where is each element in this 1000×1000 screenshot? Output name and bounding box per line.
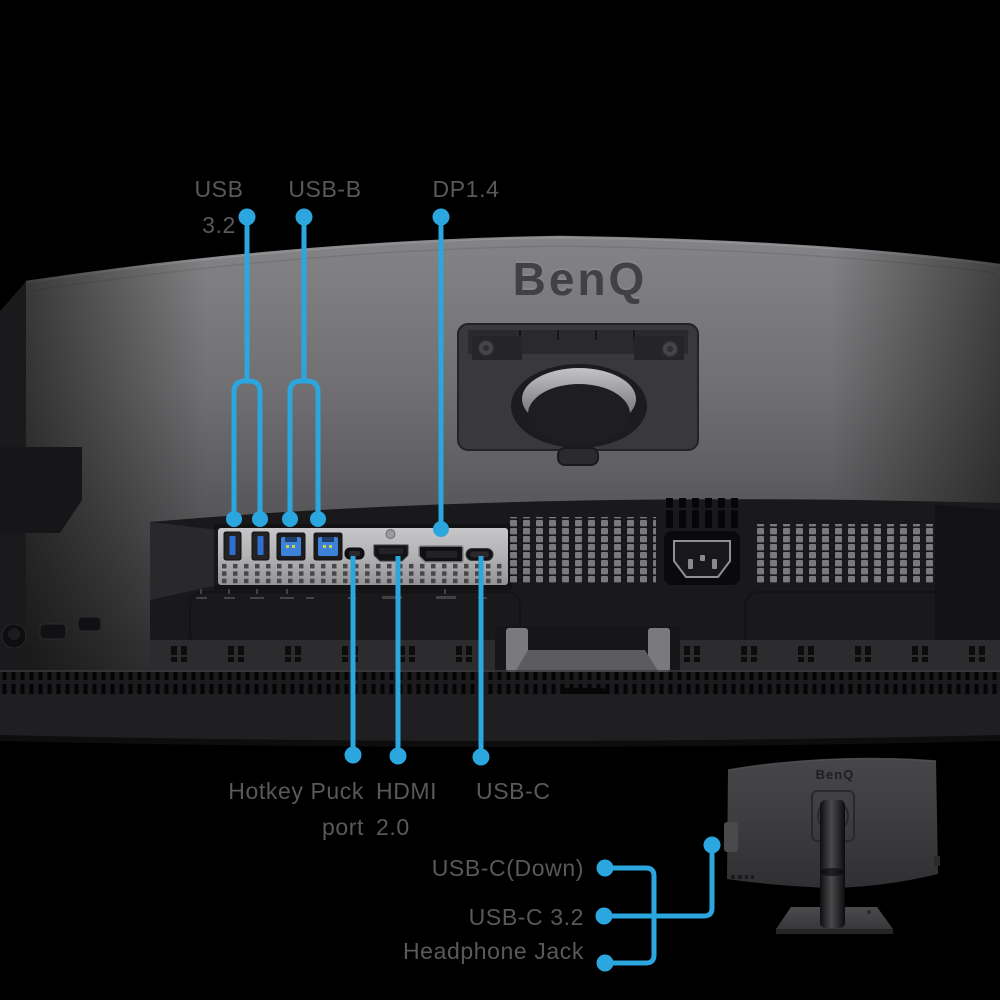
callout-usbc-down-headphone — [596, 859, 657, 972]
thumb-benq-logo: BenQ — [816, 767, 855, 782]
svg-text:BenQ: BenQ — [513, 253, 648, 305]
callout-hdmi — [389, 556, 407, 765]
vent-slots-top — [666, 498, 738, 528]
stand-arm-mount — [495, 626, 680, 674]
callout-usbc-32 — [595, 836, 721, 925]
vent-perforations — [220, 562, 506, 584]
callout-usb32 — [226, 208, 268, 527]
label-hdmi-20: HDMI 2.0 — [376, 778, 438, 840]
label-usb-c-32: USB-C 3.2 — [468, 904, 584, 930]
port-hdmi — [373, 544, 409, 562]
stand-mount-circle — [528, 384, 630, 444]
callout-dp14 — [432, 208, 450, 537]
vent-slats-right — [757, 524, 935, 584]
port-usb-a-1 — [223, 531, 242, 561]
label-usb-c: USB-C — [476, 778, 551, 804]
vent-slats-left — [506, 517, 656, 583]
io-recess — [150, 498, 1000, 676]
port-usb-a-2 — [251, 531, 270, 561]
port-usb-c — [465, 548, 494, 561]
callout-usb-c — [472, 556, 490, 766]
control-buttons — [1, 616, 102, 649]
monitor-side-thumbnail: BenQ — [724, 757, 940, 934]
svg-text:BenQ: BenQ — [513, 251, 648, 303]
power-inlet — [664, 531, 740, 585]
stand-release-tab — [557, 447, 599, 466]
strip-screw — [385, 529, 396, 539]
port-displayport — [418, 545, 464, 563]
label-headphone-jack: Headphone Jack — [402, 938, 584, 964]
vesa-mount-recess — [457, 323, 699, 466]
bottom-bezel — [0, 694, 1000, 743]
thumb-control-icons — [731, 875, 754, 879]
port-hotkey-puck — [344, 547, 365, 560]
thumb-side-port-cover — [724, 822, 738, 852]
label-hotkey-puck-port: Hotkey Puck port — [228, 778, 364, 840]
thumb-stand-column — [820, 800, 845, 928]
label-usb32: USB 3.2 — [194, 176, 244, 238]
benq-logo-embossed: BenQ BenQ — [513, 251, 648, 305]
callout-hotkey-puck — [344, 556, 362, 764]
callout-lines — [226, 208, 721, 972]
callout-usb-b — [282, 208, 326, 527]
left-recess-panel — [0, 447, 82, 533]
port-usb-b-2 — [313, 532, 343, 561]
big-monitor-rear: BenQ BenQ — [0, 235, 1000, 747]
label-dp14: DP1.4 — [432, 176, 500, 202]
io-port-strip — [214, 524, 512, 590]
port-usb-b-1 — [276, 532, 306, 561]
label-usb-b: USB-B — [288, 176, 362, 202]
label-usb-c-down: USB-C(Down) — [431, 855, 584, 881]
